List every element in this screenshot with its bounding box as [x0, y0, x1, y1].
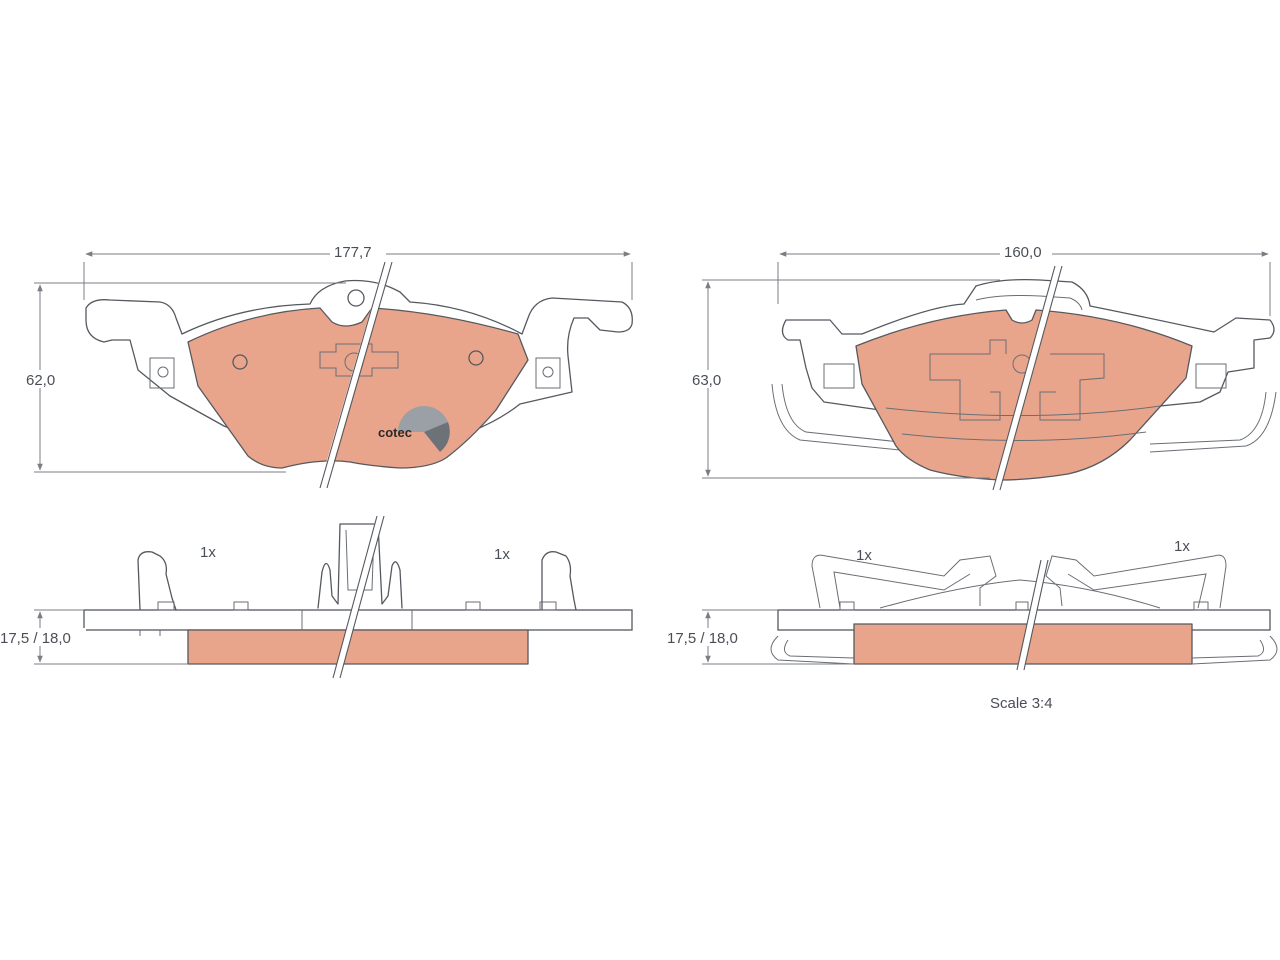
- right-break-line-b: [999, 265, 1063, 491]
- left-side-break-a: [332, 515, 378, 679]
- left-height-label: 62,0: [26, 372, 55, 389]
- right-height-label: 63,0: [692, 372, 721, 389]
- right-break-line-a: [992, 265, 1056, 491]
- left-break-line-a: [319, 261, 386, 489]
- left-width-dimension: 177,7: [83, 242, 633, 300]
- scale-label: Scale 3:4: [990, 695, 1053, 712]
- right-pad-front-view: [771, 265, 1277, 493]
- cotec-logo: cotec: [378, 405, 450, 452]
- right-height-dimension: 63,0: [690, 279, 1000, 479]
- right-pad-side-tab-left: [823, 363, 855, 389]
- left-clip-qty-right: 1x: [494, 546, 510, 563]
- right-pad-spring-right: [1149, 391, 1277, 453]
- logo-text: cotec: [378, 425, 412, 440]
- left-break-line-b: [326, 261, 393, 489]
- right-pad-bracket-right: [1039, 353, 1105, 421]
- right-pad-side-tab-right: [1195, 363, 1227, 389]
- right-pad-spring-left: [771, 383, 901, 451]
- left-side-friction-layer: [187, 629, 529, 665]
- right-backing-plate: [781, 278, 1275, 415]
- left-pad-front-view: cotec: [85, 261, 633, 491]
- left-clip-qty-left: 1x: [200, 544, 216, 561]
- right-side-break-a: [1016, 559, 1042, 671]
- right-spring-qty-right: 1x: [1174, 538, 1190, 555]
- right-thickness-dimension: 17,5 / 18,0: [664, 609, 854, 665]
- right-side-wire-spring: [811, 554, 1227, 609]
- left-side-break-b: [339, 515, 385, 679]
- left-side-tab: [149, 357, 175, 389]
- right-pad-bracket-left: [929, 339, 1007, 421]
- left-pad-hole-left: [232, 354, 248, 370]
- left-pad-hole-right: [468, 350, 484, 366]
- left-side-clip-right: [541, 551, 577, 611]
- left-pad-top-hole: [347, 289, 365, 307]
- left-side-clip-left: [137, 551, 177, 611]
- right-side-break-b: [1023, 559, 1049, 671]
- left-thickness-label: 17,5 / 18,0: [0, 630, 71, 647]
- left-height-dimension: 62,0: [22, 282, 346, 473]
- left-pad-side-view: 1x 1x: [83, 515, 633, 681]
- left-side-center-spring: [317, 523, 403, 609]
- right-side-tab: [535, 357, 561, 389]
- right-width-dimension: 160,0: [777, 242, 1271, 316]
- left-thickness-dimension: 17,5 / 18,0: [0, 609, 188, 665]
- right-side-lower-spring: [770, 635, 1278, 665]
- left-pad-sensor-mount: [319, 343, 399, 377]
- right-spring-qty-left: 1x: [856, 547, 872, 564]
- left-friction-pad: [187, 307, 529, 469]
- right-pad-side-view: 1x 1x: [770, 538, 1278, 673]
- right-width-label: 160,0: [1004, 244, 1042, 261]
- left-width-label: 177,7: [334, 244, 372, 261]
- right-thickness-label: 17,5 / 18,0: [667, 630, 738, 647]
